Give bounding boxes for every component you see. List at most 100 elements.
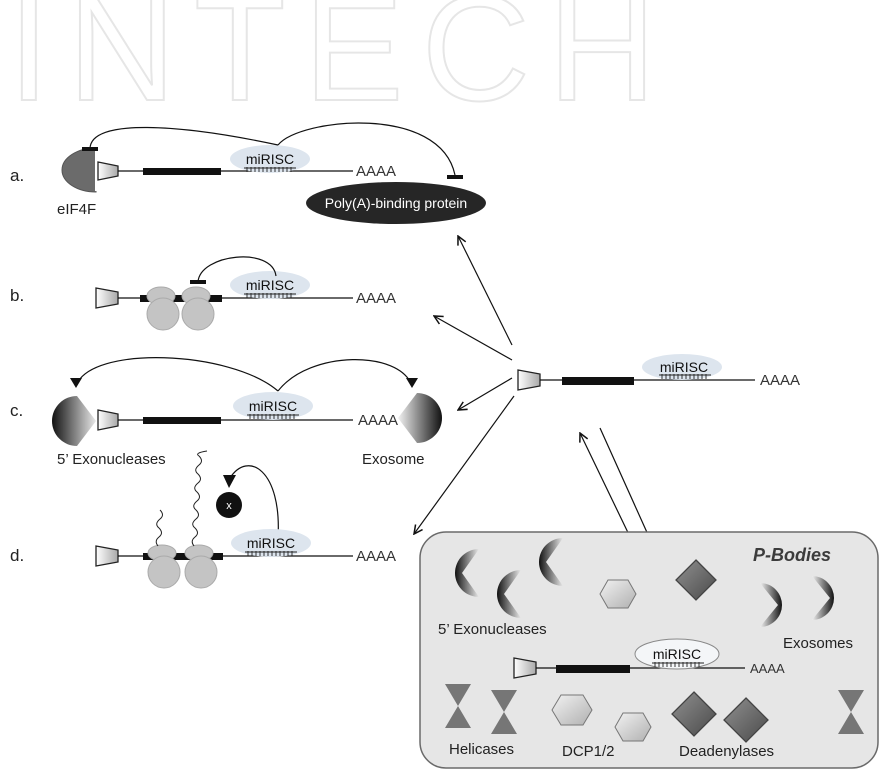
coding-region (556, 665, 630, 673)
pathway-arrows (414, 236, 654, 548)
coding-region (562, 377, 634, 385)
inhibition-bar-right (447, 175, 463, 179)
exosome-label: Exosome (362, 451, 425, 468)
row-d: d. x miRISC AAAA (10, 450, 396, 589)
arrow-to-pbodies (599, 427, 654, 548)
exonuclease-pacman (497, 570, 521, 618)
arrowhead-left (70, 378, 82, 388)
mirna-pairing (244, 167, 296, 172)
mirna-pairing (244, 293, 296, 298)
inhibition-bar-left (82, 147, 98, 151)
mrna-cap (517, 369, 541, 391)
helicase-hourglass (838, 690, 864, 734)
ribosome-2 (184, 544, 218, 589)
dcp-hexagon (551, 694, 593, 726)
arrow-to-c (458, 377, 513, 410)
mirisc-label: miRISC (246, 151, 294, 167)
deadenylase-diamond (675, 559, 717, 601)
recruitment-arc-right (277, 359, 413, 392)
mrna-cap (513, 657, 537, 679)
ribosome-1 (147, 544, 181, 589)
mirisc-complex (642, 354, 722, 380)
pbody-exonucleases-label: 5’ Exonucleases (438, 621, 547, 638)
row-b-label: b. (10, 286, 24, 305)
row-b: b. miRISC AAAA (10, 256, 396, 331)
exosome-pacman (812, 576, 834, 620)
recruitment-arc (229, 465, 279, 539)
deadenylase-diamond (671, 691, 717, 737)
exonucleases-label: 5’ Exonucleases (57, 451, 166, 468)
nascent-peptide-2 (191, 450, 208, 547)
row-a-label: a. (10, 166, 24, 185)
mirna-pairing (245, 551, 297, 556)
polya-tail: AAAA (356, 163, 396, 180)
exonuclease-pacman (455, 549, 479, 597)
coding-region (143, 417, 221, 424)
inhibition-arc-left (89, 126, 279, 150)
mrna-cap (97, 161, 119, 181)
row-d-label: d. (10, 546, 24, 565)
ribosome-1 (146, 286, 180, 331)
mirisc-complex (230, 271, 310, 299)
mrna-cap (95, 545, 119, 567)
eif4f-protein (61, 147, 97, 193)
pabp-label: Poly(A)-binding protein (325, 195, 467, 211)
mirisc-complex (233, 392, 313, 420)
coding-region (143, 553, 223, 560)
protease-factor (216, 492, 242, 518)
arrowhead (223, 475, 236, 488)
exonuclease-pacman (52, 396, 96, 446)
polya-tail: AAAA (358, 412, 398, 429)
polya-tail: AAAA (356, 290, 396, 307)
polya-tail: AAAA (750, 661, 785, 676)
arrowhead-right (406, 378, 418, 388)
row-c: c. miRISC AAAA 5’ Exonucleases Exosome (10, 357, 442, 468)
exosome-pacman (398, 393, 442, 443)
arrow-to-d (414, 395, 515, 534)
watermark: INTECH (8, 0, 674, 132)
row-c-label: c. (10, 401, 23, 420)
dcp-label: DCP1/2 (562, 743, 615, 760)
helicases-label: Helicases (449, 741, 514, 758)
center-mrna: miRISC AAAA (517, 354, 800, 391)
mirna-pairing (659, 374, 711, 379)
deadenylase-diamond (723, 697, 769, 743)
dcp-hexagon (599, 579, 637, 609)
mirisc-label: miRISC (246, 277, 294, 293)
recruitment-arc-left (75, 357, 279, 392)
mirisc-label: miRISC (653, 646, 701, 662)
exonuclease-pacman (539, 538, 563, 586)
p-bodies-title: P-Bodies (753, 545, 831, 565)
arrow-from-pbodies (580, 433, 634, 544)
arrow-to-b (434, 316, 513, 361)
mirisc-label: miRISC (249, 398, 297, 414)
arrow-to-a (458, 236, 513, 346)
helicase-hourglass (491, 690, 517, 734)
helicase-hourglass (445, 684, 471, 728)
mrna-cap (95, 287, 119, 309)
p-bodies-panel: P-Bodies 5’ Exonucleases Exosomes miRISC… (419, 531, 879, 769)
polya-tail: AAAA (760, 372, 800, 389)
coding-region (143, 168, 221, 175)
polya-tail: AAAA (356, 548, 396, 565)
mirisc-label: miRISC (660, 359, 708, 375)
inhibition-bar (190, 280, 206, 284)
mirisc-complex (634, 638, 720, 670)
mirisc-complex (230, 145, 310, 173)
deadenylases-label: Deadenylases (679, 743, 774, 760)
mrna-cap (97, 409, 119, 431)
mirisc-complex (231, 529, 311, 557)
inhibition-arc-right (277, 122, 456, 176)
ribosome-2 (181, 286, 215, 331)
mirna-pairing (247, 414, 299, 419)
inhibition-arc (197, 256, 277, 283)
mirisc-label: miRISC (247, 535, 295, 551)
exosome-pacman (760, 583, 782, 627)
pbody-exosomes-label: Exosomes (783, 635, 853, 652)
eif4f-label: eIF4F (57, 201, 96, 218)
coding-region (140, 295, 222, 302)
protease-marker: x (226, 500, 232, 512)
nascent-peptide-1 (155, 509, 163, 547)
dcp-hexagon (614, 712, 652, 742)
